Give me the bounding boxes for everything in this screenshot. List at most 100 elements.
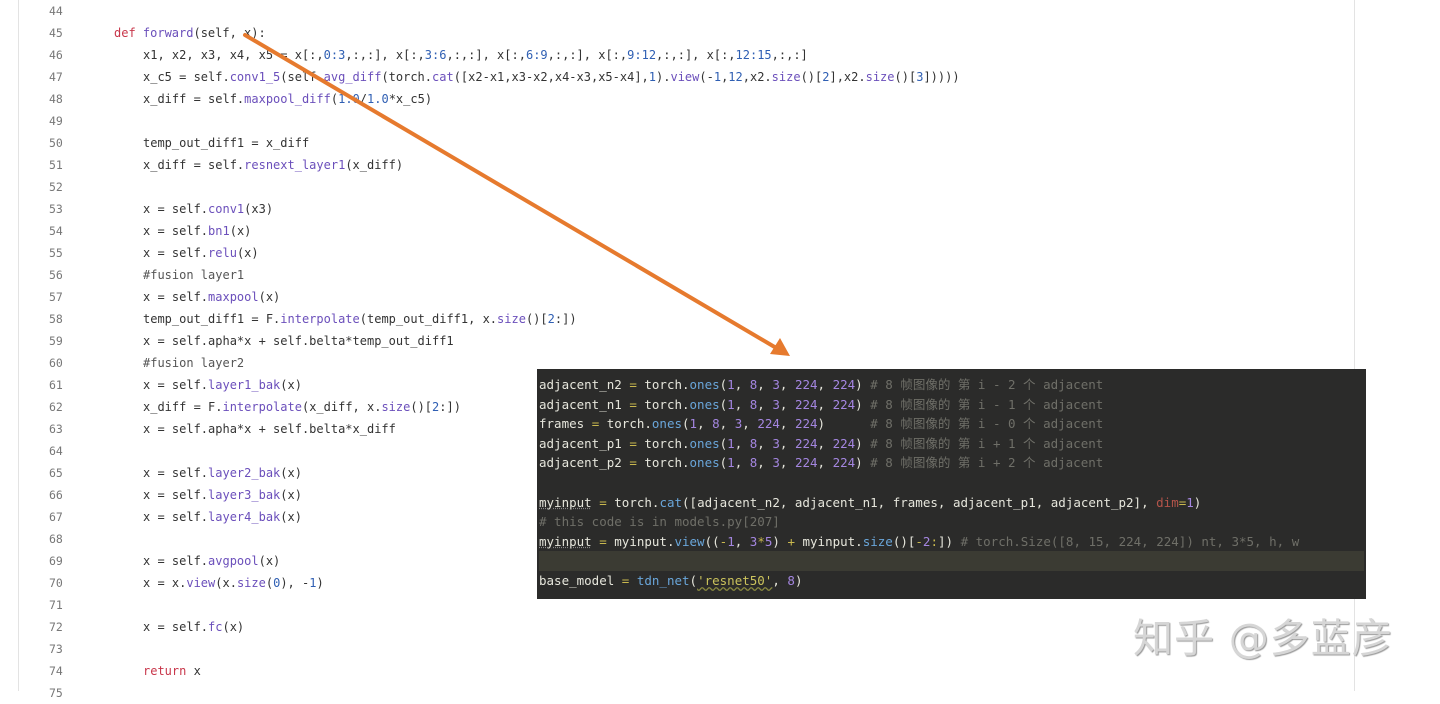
line-number: 53: [49, 202, 63, 216]
code-token: myinput.: [794, 533, 863, 549]
code-token: ,: [779, 455, 795, 471]
line-number: 58: [49, 312, 63, 326]
code-token: /: [359, 92, 368, 106]
code-token: ,: [757, 377, 773, 392]
line-number: 52: [49, 180, 63, 194]
line-number: 73: [49, 642, 63, 656]
code-token: (x): [280, 466, 302, 480]
code-token: (: [682, 416, 690, 432]
code-token: ,: [742, 416, 758, 432]
code-token: 2: [432, 400, 440, 414]
code-line: temp_out_diff1 = x_diff: [143, 132, 309, 154]
code-token: :]): [439, 400, 461, 414]
code-token: 8: [749, 435, 758, 451]
code-token: :]): [554, 312, 577, 326]
code-token: x = self.: [143, 554, 209, 568]
snippet-line: adjacent_p1 = torch.ones(1, 8, 3, 224, 2…: [539, 434, 1364, 454]
code-token: (: [265, 576, 274, 590]
code-token: base_model: [539, 573, 622, 588]
code-token: maxpool: [208, 290, 259, 304]
line-number: 60: [49, 356, 63, 370]
code-token: adjacent_n2: [539, 377, 630, 392]
code-token: *: [757, 533, 765, 549]
line-number: 50: [49, 136, 63, 150]
code-token: 3:6: [424, 48, 447, 62]
code-line: temp_out_diff1 = F.interpolate(temp_out_…: [143, 308, 577, 330]
line-number: 56: [49, 268, 63, 282]
code-token: ()[: [525, 312, 548, 326]
code-token: 224: [794, 396, 818, 412]
code-token: torch.: [636, 435, 690, 451]
code-token: 1: [727, 396, 735, 412]
code-token: -: [719, 533, 728, 549]
code-token: # 8 帧图像的 第 i - 0 个 adjacent: [870, 416, 1104, 432]
code-token: layer3_bak: [208, 488, 281, 502]
snippet-line: adjacent_n2 = torch.ones(1, 8, 3, 224, 2…: [539, 375, 1364, 395]
code-token: 1: [727, 455, 735, 471]
code-token: layer1_bak: [208, 378, 281, 392]
code-token: (x_diff): [345, 158, 404, 172]
line-number: 61: [49, 378, 63, 392]
code-token: size: [381, 400, 411, 414]
code-token: 8: [749, 396, 758, 412]
line-number: 49: [49, 114, 63, 128]
code-token: 6:9: [525, 48, 548, 62]
line-number: 54: [49, 224, 63, 238]
code-token: 224: [794, 377, 818, 392]
code-token: 8: [787, 573, 795, 588]
code-token: ,: [817, 377, 833, 392]
code-token: (x): [280, 510, 302, 524]
code-token: tdn_net: [636, 573, 690, 588]
code-token: (-: [699, 70, 714, 84]
code-token: fc: [208, 620, 223, 634]
code-token: ,: [817, 435, 833, 451]
code-token: layer2_bak: [208, 466, 281, 480]
line-number: 72: [49, 620, 63, 634]
line-number: 68: [49, 532, 63, 546]
code-token: 8: [749, 455, 758, 471]
code-token: 1: [713, 70, 722, 84]
code-token: ,: [779, 396, 795, 412]
code-token: torch.: [636, 377, 690, 392]
code-token: =: [629, 455, 637, 471]
code-token: 3: [772, 455, 780, 471]
code-token: conv1_5: [229, 70, 281, 84]
code-token: 0:3: [323, 48, 346, 62]
code-token: ,: [757, 435, 773, 451]
code-token: x = self.: [143, 510, 209, 524]
code-token: # this code is in models.py[207]: [539, 514, 780, 530]
code-token: +: [787, 533, 795, 549]
code-token: =: [599, 533, 607, 549]
code-line: x = self.layer2_bak(x): [143, 462, 302, 484]
code-token: (x): [258, 290, 281, 304]
line-number: 70: [49, 576, 63, 590]
code-token: conv1: [208, 202, 245, 216]
code-token: ,: [734, 377, 750, 392]
code-token: size: [862, 533, 893, 549]
code-token: temp_out_diff1 = x_diff: [143, 136, 310, 150]
code-token: 1.0: [367, 92, 389, 106]
code-token: 1: [689, 416, 698, 432]
code-token: ), -: [280, 576, 310, 590]
line-number: 62: [49, 400, 63, 414]
code-token: ): [772, 533, 788, 549]
snippet-line: adjacent_n1 = torch.ones(1, 8, 3, 224, 2…: [539, 395, 1364, 415]
snippet-line: adjacent_p2 = torch.ones(1, 8, 3, 224, 2…: [539, 453, 1364, 473]
arrow-shaft: [243, 33, 780, 351]
code-token: 1: [309, 576, 317, 590]
code-token: ,:,:], x[:,: [446, 48, 526, 62]
code-line: x = self.apha*x + self.belta*temp_out_di…: [143, 330, 454, 352]
code-token: ,: [734, 435, 750, 451]
code-token: ,: [719, 416, 735, 432]
code-token: ,x2.: [742, 70, 772, 84]
code-token: 'resnet50': [697, 573, 773, 588]
code-token: 0: [273, 576, 281, 590]
code-token: ): [316, 576, 324, 590]
code-token: =: [629, 435, 637, 451]
code-token: 1.0: [338, 92, 360, 106]
code-token: ): [855, 435, 871, 451]
code-token: :: [930, 533, 938, 549]
code-token: view: [670, 70, 700, 84]
code-line: x = self.layer4_bak(x): [143, 506, 302, 528]
code-token: 224: [832, 396, 856, 412]
